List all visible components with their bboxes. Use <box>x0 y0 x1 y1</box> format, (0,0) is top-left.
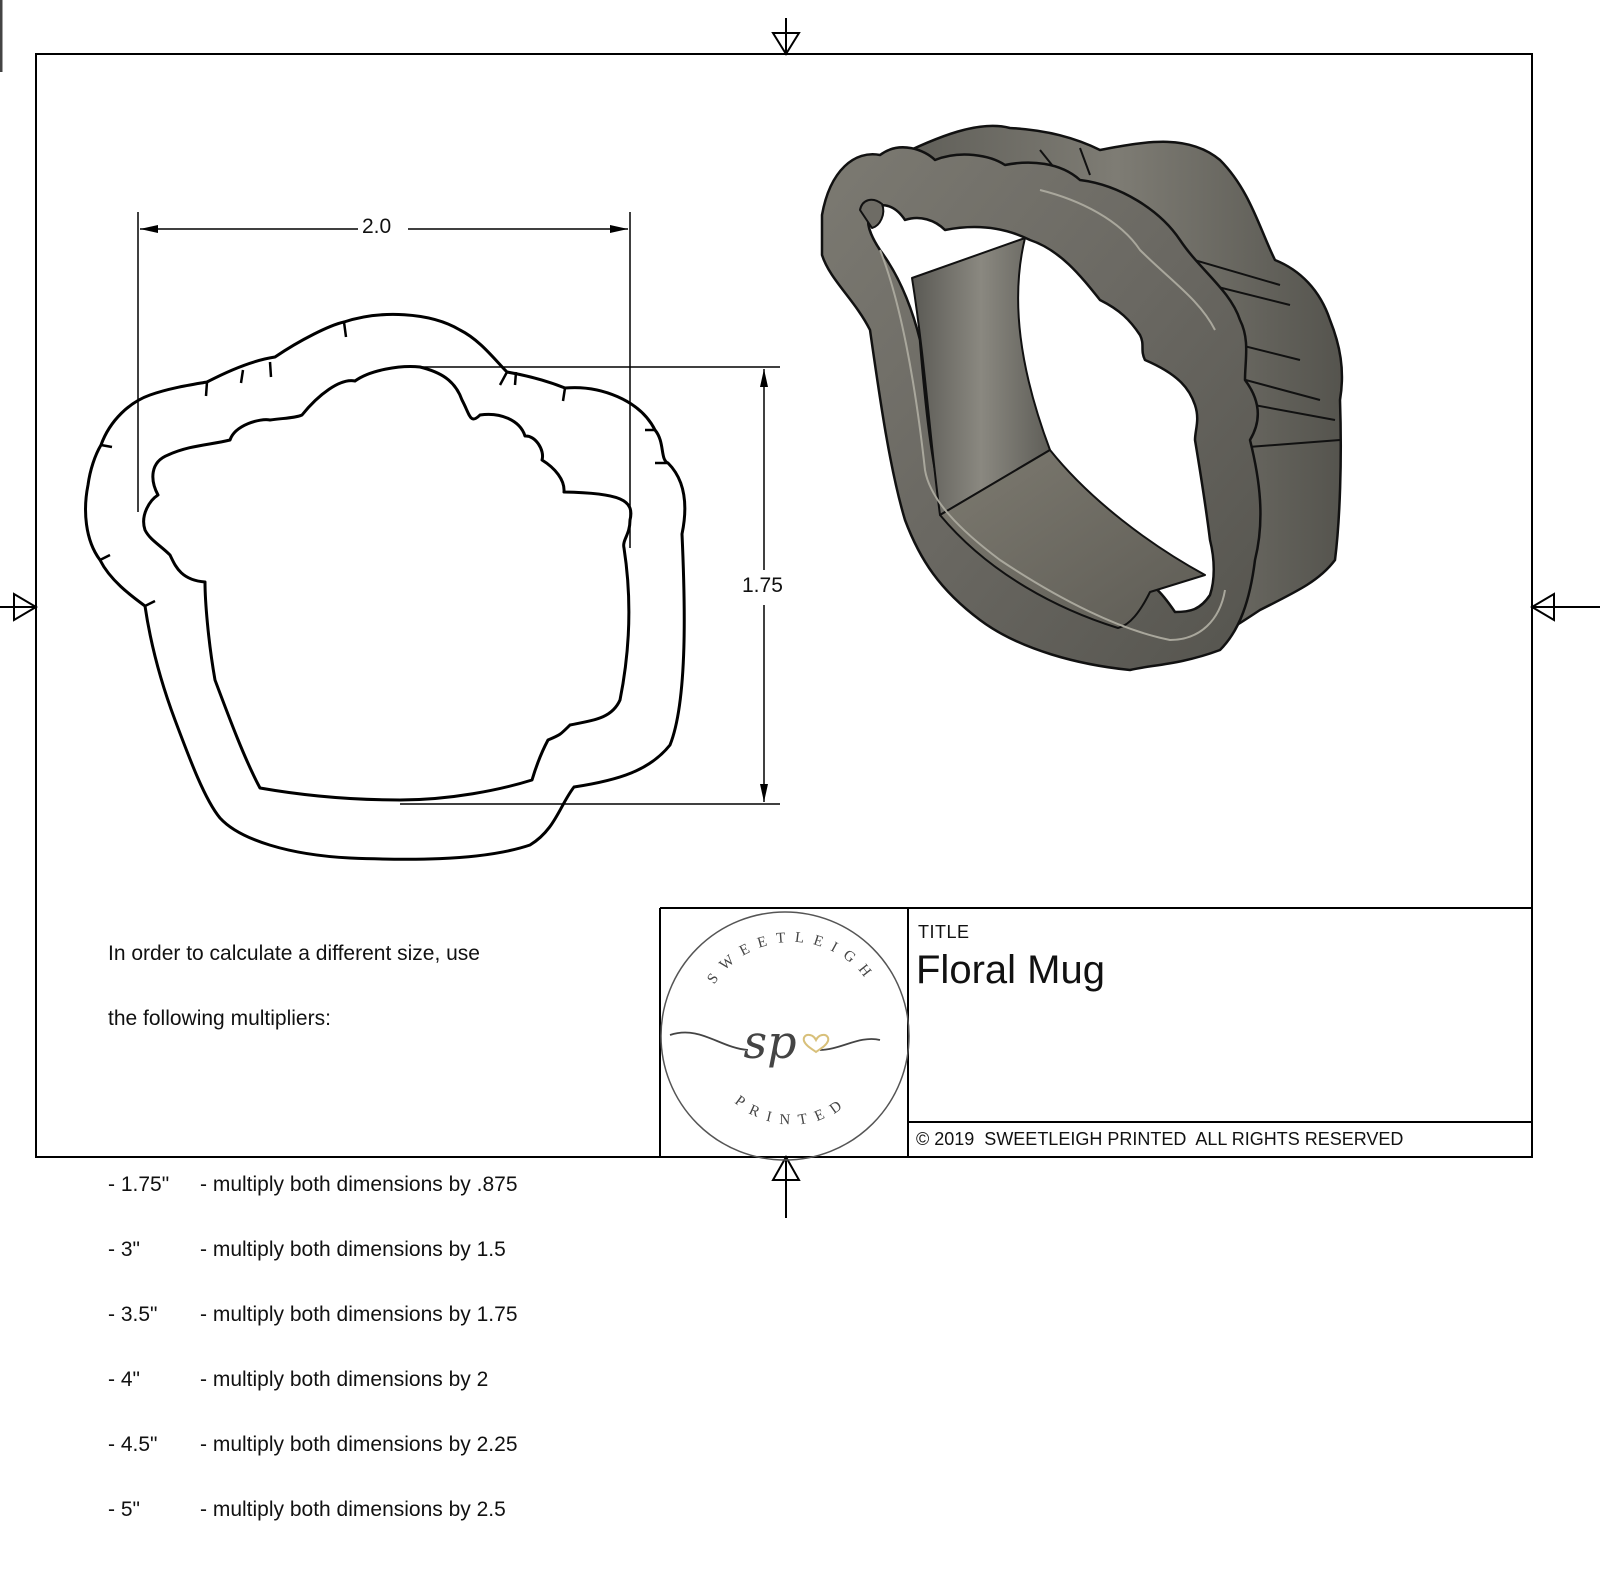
copyright-notice: © 2019 SWEETLEIGH PRINTED ALL RIGHTS RES… <box>916 1129 1404 1149</box>
logo-top-text: SWEETLEIGH <box>704 930 870 987</box>
resize-instructions: In order to calculate a different size, … <box>108 903 518 1578</box>
multiplier-size: - 3.5" <box>108 1303 158 1326</box>
center-mark-right <box>1530 592 1600 622</box>
multiplier-row: - 4.5" - multiply both dimensions by 2.2… <box>108 1430 518 1459</box>
multiplier-size: - 1.75" <box>108 1173 170 1196</box>
logo-circle <box>660 911 910 1161</box>
multiplier-text: - multiply both dimensions by 1.75 <box>200 1303 518 1326</box>
cutter-3d-render <box>820 124 1344 672</box>
drawing-sheet: SWEETLEIGH PRINTED sp <box>0 0 1600 1218</box>
sheet-border <box>35 53 1533 1158</box>
multiplier-text: - multiply both dimensions by 2.25 <box>200 1433 518 1456</box>
multiplier-row: - 5" - multiply both dimensions by 2.5 <box>108 1495 518 1524</box>
multiplier-row: - 3.5" - multiply both dimensions by 1.7… <box>108 1300 518 1329</box>
multiplier-row: - 3" - multiply both dimensions by 1.5 <box>108 1235 518 1264</box>
instructions-intro-line1: In order to calculate a different size, … <box>108 942 480 965</box>
instructions-intro-line2: the following multipliers: <box>108 1007 331 1030</box>
drawing-title: Floral Mug <box>916 948 1105 992</box>
center-mark-bottom <box>771 1154 801 1218</box>
multiplier-text: - multiply both dimensions by 2.5 <box>200 1498 506 1521</box>
width-dimension-label: 2.0 <box>358 215 396 239</box>
outer-outline <box>84 312 687 861</box>
cutter-outline-drawing <box>84 312 687 861</box>
svg-text:PRINTED: PRINTED <box>732 1093 853 1129</box>
width-dimension <box>137 212 631 548</box>
multiplier-row: - 1.75" - multiply both dimensions by .8… <box>108 1170 518 1199</box>
center-mark-top <box>771 18 801 56</box>
logo-swash <box>669 1031 881 1051</box>
center-mark-left <box>0 592 38 622</box>
svg-text:SWEETLEIGH: SWEETLEIGH <box>704 930 879 987</box>
multiplier-row: - 4" - multiply both dimensions by 2 <box>108 1365 518 1394</box>
inner-outline <box>142 365 633 802</box>
multiplier-list: - 1.75" - multiply both dimensions by .8… <box>108 1134 518 1560</box>
title-block <box>659 907 1532 1157</box>
logo-monogram: sp <box>743 1015 796 1069</box>
multiplier-text: - multiply both dimensions by 2 <box>200 1368 489 1391</box>
multiplier-size: - 3" <box>108 1238 140 1261</box>
multiplier-text: - multiply both dimensions by .875 <box>200 1173 518 1196</box>
multiplier-size: - 4" <box>108 1368 140 1391</box>
logo-bottom-text: PRINTED <box>732 1093 844 1129</box>
title-label: TITLE <box>918 922 970 942</box>
height-dimension-label: 1.75 <box>738 574 787 598</box>
multiplier-size: - 5" <box>108 1498 140 1521</box>
multiplier-text: - multiply both dimensions by 1.5 <box>200 1238 506 1261</box>
height-dimension <box>398 366 780 805</box>
heart-icon <box>802 1033 830 1054</box>
multiplier-size: - 4.5" <box>108 1433 158 1456</box>
brand-logo: SWEETLEIGH PRINTED sp <box>660 911 910 1161</box>
